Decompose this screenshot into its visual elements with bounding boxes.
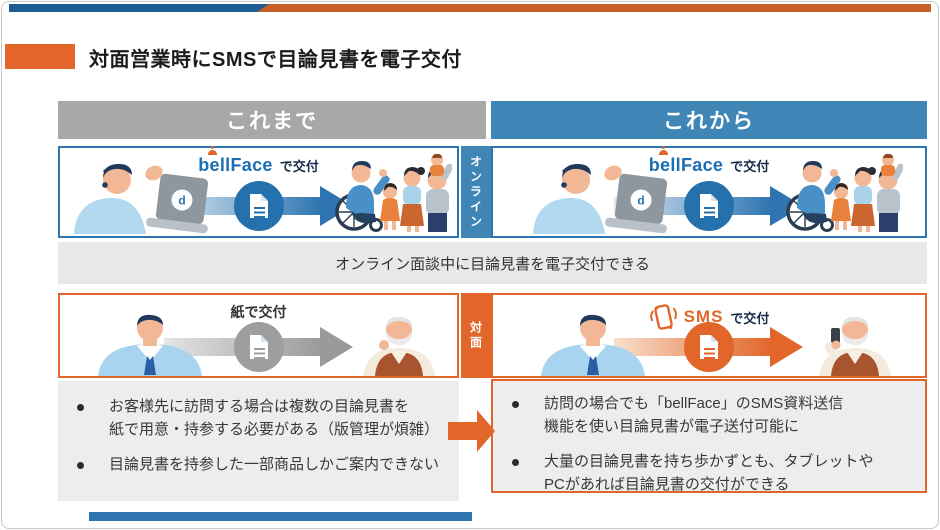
inperson-after-box: SMS で交付 xyxy=(491,293,927,378)
before-point-2: 目論見書を持参した一部商品しかご案内できない xyxy=(109,456,440,473)
column-header-after: これから xyxy=(491,101,927,139)
sms-delivery-suffix: で交付 xyxy=(730,310,770,326)
paper-delivery-label: 紙で交付 xyxy=(60,302,457,322)
top-stripe-orange xyxy=(9,4,931,12)
column-header-after-label: これから xyxy=(663,110,755,133)
bellface-logo: bellFace xyxy=(198,146,273,175)
elderly-customer-phone-illustration xyxy=(819,316,891,376)
family-illustration xyxy=(335,152,452,234)
sms-text: SMS xyxy=(683,307,724,326)
sms-delivery-label: SMS で交付 xyxy=(493,302,925,332)
family-illustration xyxy=(786,152,903,234)
list-item: お客様先に訪問する場合は複数の目論見書を 紙で用意・持参する必要がある（版管理が… xyxy=(72,396,449,441)
top-stripe-blue xyxy=(9,4,269,12)
elderly-customer-illustration xyxy=(363,316,435,376)
salesman-illustration xyxy=(98,314,202,376)
bullet-icon xyxy=(512,401,519,408)
agent-laptop-illustration xyxy=(531,161,669,234)
bellface-delivery-suffix: で交付 xyxy=(279,159,319,174)
inperson-row-tab-label: 対面 xyxy=(468,320,483,351)
inperson-row-tab: 対面 xyxy=(461,293,491,378)
salesman-illustration xyxy=(541,314,645,376)
online-caption: オンライン面談中に目論見書を電子交付できる xyxy=(335,255,650,273)
online-row-tab-label: オンライン xyxy=(468,154,483,230)
paper-delivery-text: 紙で交付 xyxy=(230,304,287,320)
online-caption-band: オンライン面談中に目論見書を電子交付できる xyxy=(58,242,927,284)
bellface-delivery-suffix: で交付 xyxy=(730,159,770,174)
bellface-delivery-label: bellFace で交付 xyxy=(60,146,457,176)
footer-accent-bar xyxy=(89,512,472,521)
bellface-delivery-label: bellFace で交付 xyxy=(493,146,925,176)
bullet-icon xyxy=(77,404,84,411)
online-before-box: bellFace で交付 xyxy=(58,146,459,238)
after-point-1: 訪問の場合でも「bellFace」のSMS資料送信 機能を使い目論見書が電子送付… xyxy=(544,395,844,435)
before-points-box: お客様先に訪問する場合は複数の目論見書を 紙で用意・持参する必要がある（版管理が… xyxy=(58,381,459,501)
column-header-before: これまで xyxy=(58,101,486,139)
before-point-1: お客様先に訪問する場合は複数の目論見書を 紙で用意・持参する必要がある（版管理が… xyxy=(109,398,440,438)
agent-laptop-illustration xyxy=(72,161,210,234)
before-after-arrow-icon xyxy=(448,410,495,452)
list-item: 大量の目論見書を持ち歩かずとも、タブレットや PCがあれば目論見書の交付ができる xyxy=(507,451,917,496)
bellface-logo: bellFace xyxy=(648,146,724,175)
column-header-before-label: これまで xyxy=(226,110,318,133)
online-row-tab: オンライン xyxy=(461,146,491,238)
list-item: 目論見書を持参した一部商品しかご案内できない xyxy=(72,454,449,477)
after-points-box: 訪問の場合でも「bellFace」のSMS資料送信 機能を使い目論見書が電子送付… xyxy=(491,379,927,493)
title-accent-bar xyxy=(5,44,75,69)
inperson-before-box: 紙で交付 xyxy=(58,293,459,378)
list-item: 訪問の場合でも「bellFace」のSMS資料送信 機能を使い目論見書が電子送付… xyxy=(507,393,917,438)
online-after-box: bellFace で交付 xyxy=(491,146,927,238)
bullet-icon xyxy=(77,462,84,469)
after-point-2: 大量の目論見書を持ち歩かずとも、タブレットや PCがあれば目論見書の交付ができる xyxy=(544,453,874,493)
page-title: 対面営業時にSMSで目論見書を電子交付 xyxy=(89,49,462,71)
bullet-icon xyxy=(512,459,519,466)
